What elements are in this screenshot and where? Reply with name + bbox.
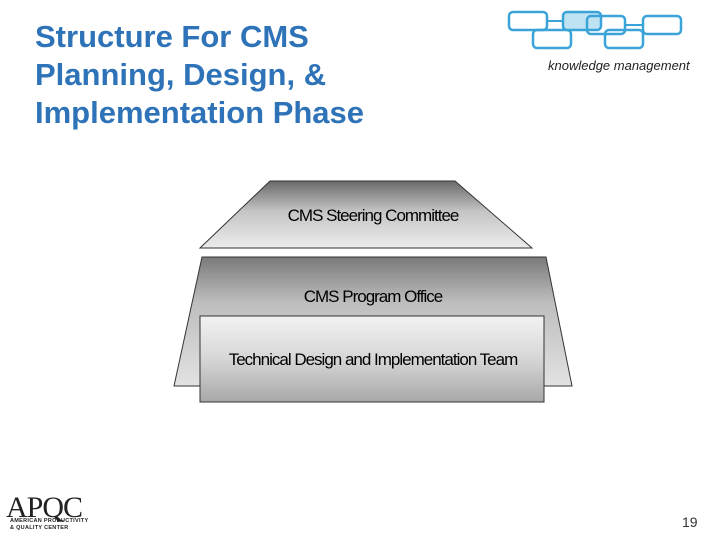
- page-title: Structure For CMS Planning, Design, & Im…: [35, 18, 465, 132]
- brand-tagline: knowledge management: [548, 58, 690, 73]
- connected-boxes-icon: [507, 10, 683, 50]
- tier-label-implementation-team: Technical Design and Implementation Team: [229, 350, 518, 369]
- title-line-2: Planning, Design, &: [35, 57, 327, 92]
- tier-label-program-office: CMS Program Office: [304, 287, 443, 306]
- apqc-subline-2: & QUALITY CENTER: [10, 525, 69, 531]
- apqc-subline: AMERICAN PRODUCTIVITY & QUALITY CENTER: [10, 518, 88, 532]
- tier-steering-committee: CMS Steering Committee: [198, 180, 534, 249]
- apqc-subline-1: AMERICAN PRODUCTIVITY: [10, 518, 89, 524]
- page-number: 19: [682, 514, 698, 530]
- title-line-3: Implementation Phase: [35, 95, 365, 130]
- title-line-1: Structure For CMS: [35, 19, 309, 54]
- tier-implementation-team: Technical Design and Implementation Team: [199, 315, 545, 403]
- apqc-logo: APQC: [6, 491, 83, 524]
- tier-label-steering-committee: CMS Steering Committee: [288, 206, 459, 225]
